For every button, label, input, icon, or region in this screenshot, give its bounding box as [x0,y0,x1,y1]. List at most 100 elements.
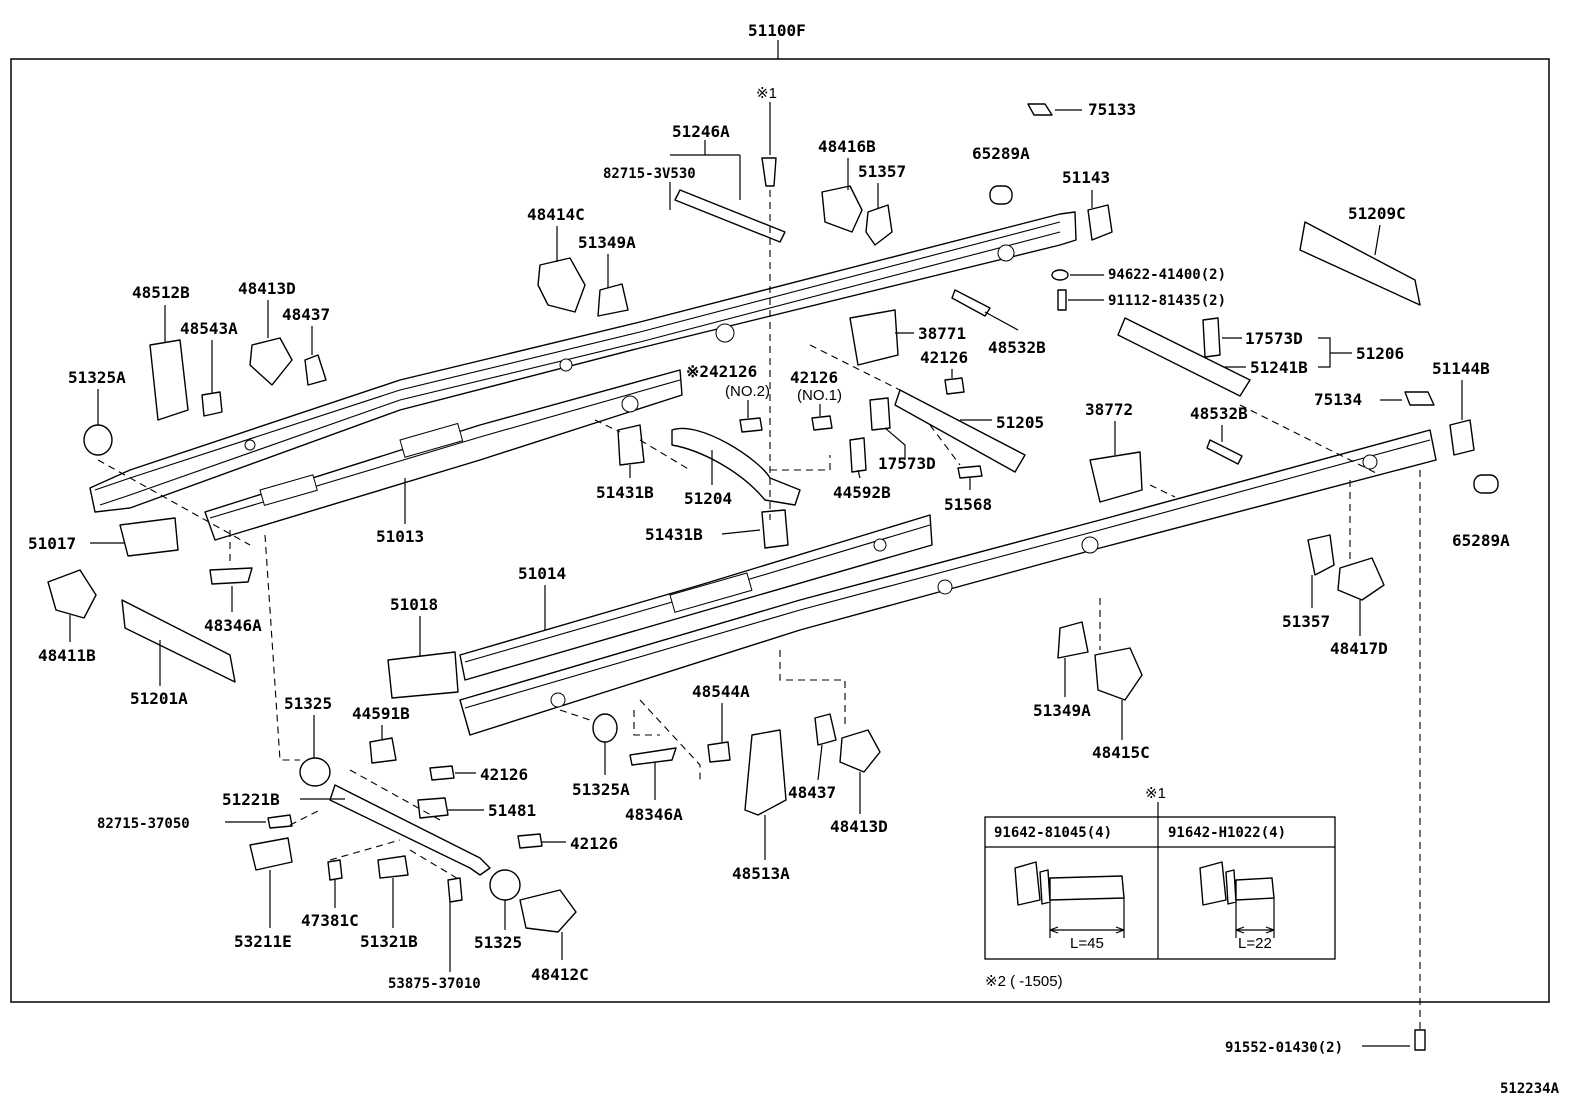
side-member-51013[interactable] [204,369,683,541]
mount-48413D-bottom[interactable] [839,729,881,773]
plate-51568[interactable] [957,465,983,479]
bracket-51431B-a[interactable] [617,424,645,466]
main-side-rail-right[interactable] [459,429,1437,736]
label-48532B-top: 48532B [988,338,1046,357]
mount-48412C[interactable] [519,889,577,933]
label-51206: 51206 [1356,344,1404,363]
mount-48413D-top[interactable] [249,337,293,386]
bolt-note1[interactable] [761,157,777,187]
label-42126-b1: 42126 [480,765,528,784]
clip-42126-mid[interactable] [944,377,965,395]
bracket-51349A-top[interactable] [597,283,629,317]
clip-42126-b1[interactable] [429,765,455,781]
label-48416B: 48416B [818,137,876,156]
bracket-48416B[interactable] [821,185,863,233]
bracket-51357-top[interactable] [865,204,893,246]
bracket-75133[interactable] [1027,103,1053,116]
bracket-51349A-bottom[interactable] [1057,621,1089,659]
bracket-44591B[interactable] [369,737,397,764]
bracket-51017[interactable] [119,517,179,557]
label-65289A-right: 65289A [1452,531,1510,550]
bracket-51357-right[interactable] [1307,534,1335,576]
label-51357-right: 51357 [1282,612,1330,631]
crossmember-51209C[interactable] [1299,221,1421,306]
bracket-48544A[interactable] [707,741,731,763]
bracket-44592B[interactable] [849,437,867,473]
inset-col1-length: L=45 [1070,935,1104,952]
bracket-48437-top[interactable] [304,354,327,386]
mount-48417D[interactable] [1337,557,1385,601]
bracket-75134[interactable] [1404,391,1435,406]
collar-65289A-top[interactable] [989,185,1013,205]
bracket-51144B[interactable] [1449,419,1475,456]
label-48532B-mid: 48532B [1190,404,1248,423]
label-48437-bottom: 48437 [788,783,836,802]
bolt-91552[interactable] [1414,1029,1426,1051]
pin-48532B-top[interactable] [951,289,991,317]
label-48414C: 48414C [527,205,585,224]
label-42126-b2: 42126 [570,834,618,853]
mount-48411B[interactable] [47,569,97,619]
clip-42126-no1[interactable] [811,415,833,431]
bracket-51246A[interactable] [674,189,786,243]
label-48411B: 48411B [38,646,96,665]
cross-member-51221B[interactable] [329,784,491,876]
bracket-51431B-b[interactable] [761,509,789,549]
label-51205: 51205 [996,413,1044,432]
label-42126-no2: ※242126 [686,362,757,381]
note-symbol-1: ※1 [756,85,777,102]
clip-17573D-mid[interactable] [869,397,891,431]
label-94622: 94622-41400(2) [1108,267,1226,283]
bracket-48512B[interactable] [149,339,189,421]
washer-94622[interactable] [1051,269,1069,281]
crossmember-51201A[interactable] [121,599,236,683]
bracket-51018[interactable] [387,651,459,699]
clip-47381C[interactable] [327,859,343,881]
label-51481: 51481 [488,801,536,820]
side-member-51014[interactable] [459,514,933,681]
cross-tube-51205[interactable] [894,389,1026,473]
clip-17573D-top[interactable] [1202,317,1221,358]
bushing-51325A-bottom[interactable] [592,713,618,743]
collar-65289A-right[interactable] [1473,474,1499,494]
plate-48346A-left[interactable] [209,567,253,585]
label-48413D-bottom: 48413D [830,817,888,836]
bracket-51321B[interactable] [377,855,409,879]
clip-53875[interactable] [447,877,463,903]
bracket-51143[interactable] [1087,204,1113,241]
bracket-38771[interactable] [849,309,899,366]
label-48513A: 48513A [732,864,790,883]
bracket-48543A[interactable] [201,391,223,417]
main-side-rail-left[interactable] [89,211,1077,513]
bracket-48437-bottom[interactable] [814,713,837,746]
bushing-51325A-left[interactable] [83,424,113,456]
clip-42126-b2[interactable] [517,833,543,849]
cross-member-51204[interactable] [671,427,801,506]
label-48412C: 48412C [531,965,589,984]
label-51241B: 51241B [1250,358,1308,377]
bushing-51325-bottom[interactable] [489,869,521,901]
bracket-51481[interactable] [417,797,449,819]
clip-42126-no2[interactable] [739,417,763,433]
label-51201A: 51201A [130,689,188,708]
pin-48532B-mid[interactable] [1206,439,1243,465]
label-53211E: 53211E [234,932,292,951]
clip-82715-37050[interactable] [267,814,293,829]
mount-48415C[interactable] [1094,647,1143,701]
bracket-48513A[interactable] [744,729,787,816]
label-38771: 38771 [918,324,966,343]
label-51321B: 51321B [360,932,418,951]
bracket-53211E[interactable] [249,837,293,871]
label-51431B-a: 51431B [596,483,654,502]
bushing-51325-top[interactable] [299,757,331,787]
label-44591B: 44591B [352,704,410,723]
bracket-38772[interactable] [1089,451,1143,503]
plate-48346A-bottom[interactable] [629,747,677,766]
corner-code: 512234A [1500,1081,1560,1097]
bolt-91112[interactable] [1057,289,1067,311]
label-51014: 51014 [518,564,566,583]
mount-48414C[interactable] [537,257,586,313]
cross-tube-51241B[interactable] [1117,317,1251,397]
assembly-label: 51100F [748,21,806,40]
